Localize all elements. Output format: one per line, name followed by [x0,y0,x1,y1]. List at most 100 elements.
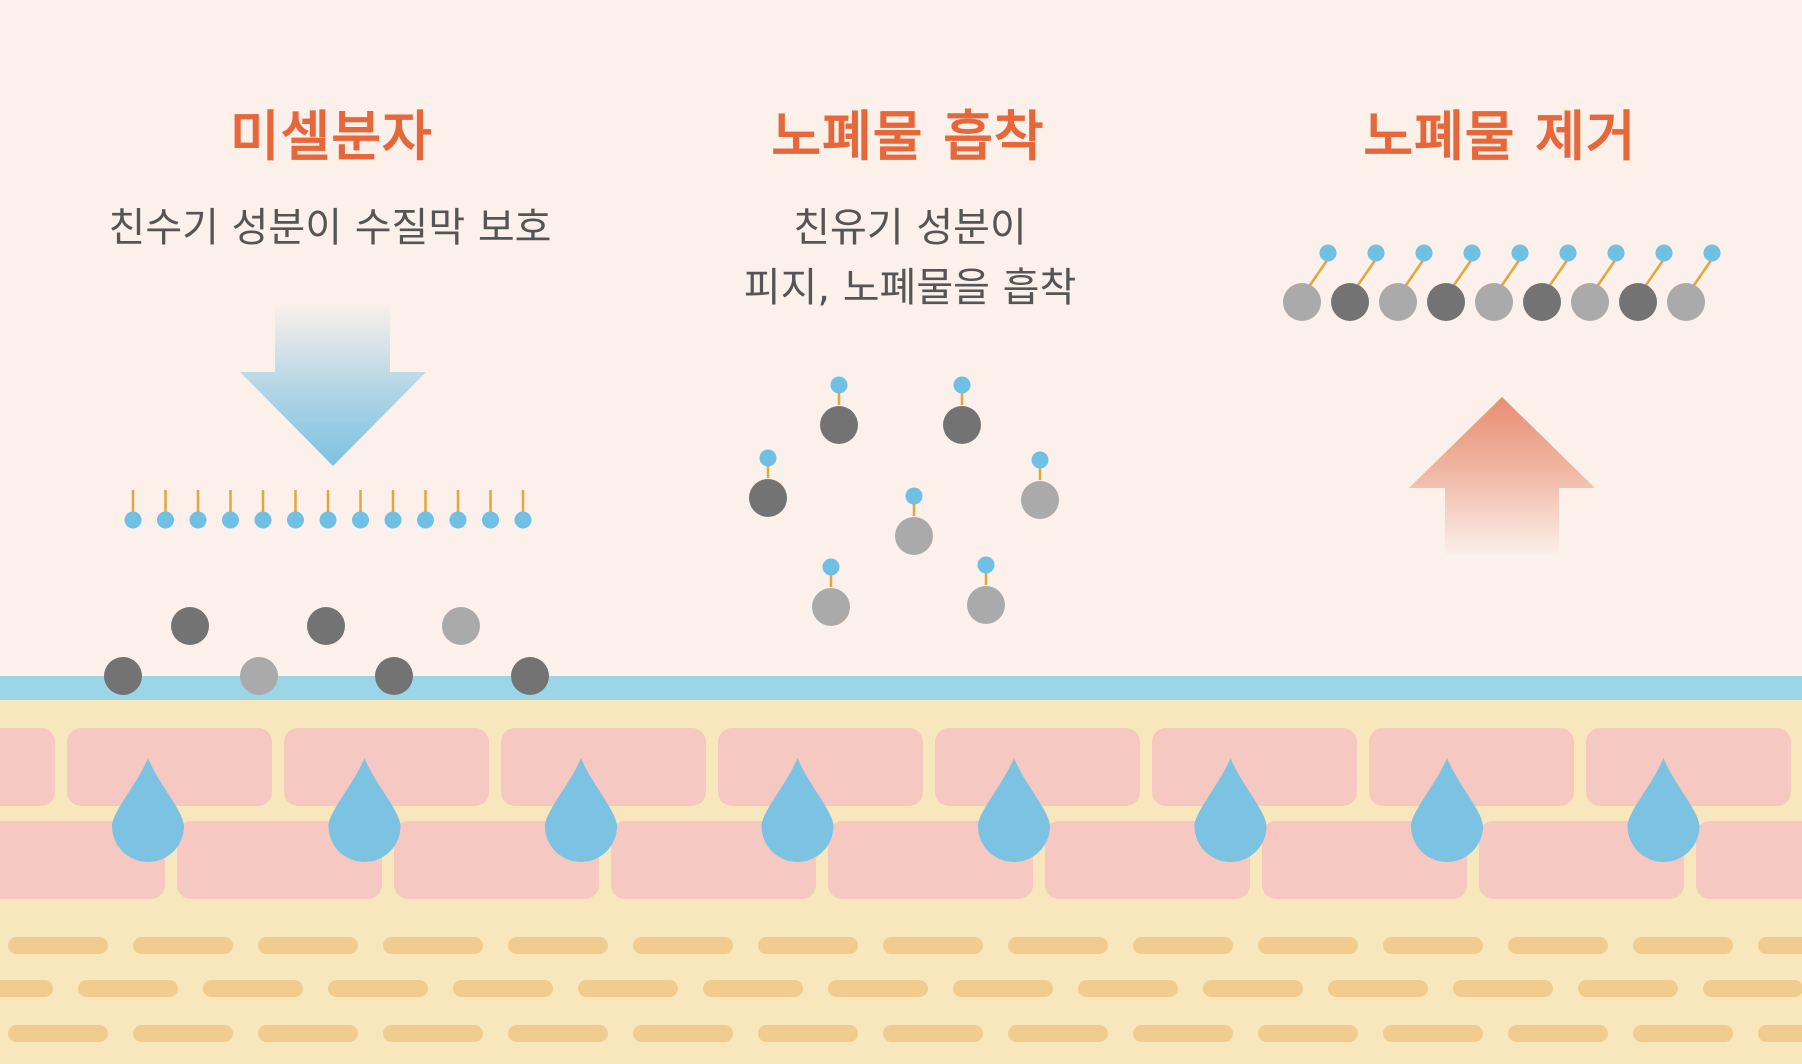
micelle-head [1415,244,1433,262]
panel-description-absorb: 친유기 성분이 피지, 노폐물을 흡착 [680,198,1140,318]
lower-layer-dash [633,1025,733,1042]
light-sebum-particle [967,586,1005,624]
lower-layer-dash [1078,980,1178,997]
lower-layer-dash [383,937,483,954]
dark-sebum-particle [511,657,549,695]
lower-layer-dash [828,980,928,997]
lower-layer-dash [758,937,858,954]
light-sebum-particle [1379,283,1417,321]
description-line: 친수기 성분이 수질막 보호 [108,205,552,251]
micelle-head [1655,244,1673,262]
lower-layer-dash [453,980,553,997]
description-line: 피지, 노폐물을 흡착 [743,265,1077,311]
water-drop-icon [978,758,1050,862]
skin-cell [1586,728,1791,806]
micelle-head [1607,244,1625,262]
light-sebum-particle [1571,283,1609,321]
light-sebum-particle [442,607,480,645]
water-drop-icon [1194,758,1267,862]
panel-title-micelle: 미셀분자 [230,105,433,168]
lower-layer-dash [633,937,733,954]
skin-cell [501,728,706,806]
lower-layer-dash [1258,937,1358,954]
micelle-head [384,511,402,529]
micelle-head [124,511,142,529]
panel-title-absorb: 노폐물 흡착 [771,105,1045,168]
lower-layer-dash [1008,937,1108,954]
lower-layer-dash [1633,937,1733,954]
water-drop-icon [761,758,834,862]
water-drop-icon [1627,758,1700,862]
micelle-tail [1690,258,1714,289]
dark-sebum-particle [171,607,209,645]
lower-layer-dash [8,1025,108,1042]
dark-sebum-particle [749,479,787,517]
skin-cell [394,821,599,899]
micelle-head [1703,244,1721,262]
water-drop-icon [1411,758,1483,862]
lower-layer-dash [1133,937,1233,954]
light-sebum-particle [240,657,278,695]
micelle-tail [1354,258,1378,289]
lower-layer-dash [1508,937,1608,954]
dark-sebum-particle [104,657,142,695]
panel-title-remove: 노폐물 제거 [1363,105,1637,168]
dark-sebum-particle [820,406,858,444]
micelle-head [1559,244,1577,262]
skin-cell [177,821,382,899]
micelle-head [822,558,840,576]
dark-sebum-particle [1331,283,1369,321]
micelle-head [352,511,369,529]
lower-layer-dash [883,1025,983,1042]
micelle-tail [1450,258,1474,289]
lower-layer-dash [1383,1025,1483,1042]
micelle-head [189,511,207,529]
micelle-head [417,511,434,529]
lower-layer-dash [1508,1025,1608,1042]
micelle-head [977,556,995,574]
water-film [0,676,1802,700]
skin-cell [1369,728,1574,806]
micelle-head [1463,244,1481,262]
lower-layer-dash [133,1025,233,1042]
lower-layer-dash [133,937,233,954]
micelle-head [514,511,532,529]
water-drop-icon [112,758,184,862]
lower-layer-dash [258,937,358,954]
skin-cell [0,728,55,806]
dark-sebum-particle [307,607,345,645]
lower-layer-dash [1008,1025,1108,1042]
dark-sebum-particle [1619,283,1657,321]
micelle-head [759,449,777,467]
water-drop-icon [545,758,617,862]
lower-layer-dash [203,980,303,997]
lower-layer-dash [1258,1025,1358,1042]
lower-layer-dash [883,937,983,954]
micelle-head [1511,244,1529,262]
micelle-head [1319,244,1337,262]
dark-sebum-particle [375,657,413,695]
lower-layer-dash [78,980,178,997]
arrows [240,304,1595,556]
light-sebum-particle [1021,481,1059,519]
micelle-tail [1546,258,1570,289]
lower-layer-dash [1758,937,1802,954]
skin-cell [1152,728,1357,806]
lower-layer-dash [258,1025,358,1042]
lower-layer-dash [953,980,1053,997]
micelle-head [1031,451,1049,469]
micelle-head [953,376,971,394]
description-line: 친유기 성분이 [793,205,1027,251]
lower-layer-dash [1328,980,1428,997]
down-arrow-icon [240,304,426,466]
lower-layer-dash [758,1025,858,1042]
light-sebum-particle [812,588,850,626]
skin-cell [67,728,272,806]
micelle-head [222,511,239,529]
micelle-head [157,511,174,529]
lower-layer-dash [1133,1025,1233,1042]
micelle-head [905,487,923,505]
micelle-head [319,511,337,529]
